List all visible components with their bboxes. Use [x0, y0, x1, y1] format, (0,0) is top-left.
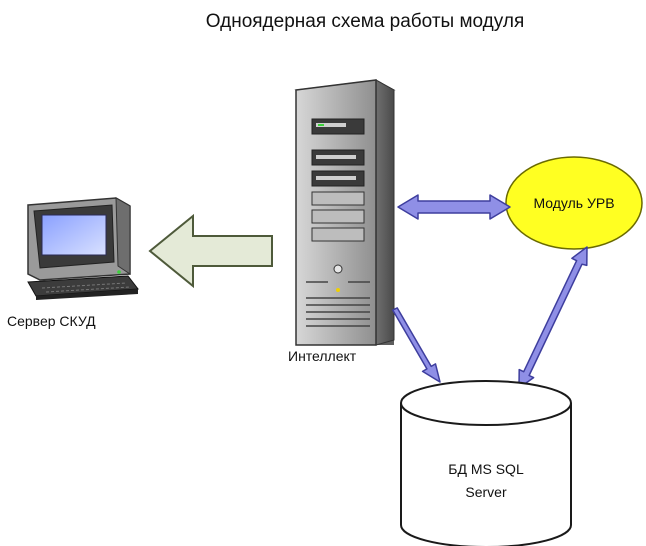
database-label-line2: Server	[465, 484, 507, 500]
connector-module-database	[518, 246, 588, 389]
acs-server-node: Сервер СКУД	[7, 197, 139, 329]
connector-intellect-module	[397, 194, 511, 220]
computer-icon	[27, 197, 139, 300]
server-tower-icon	[294, 79, 396, 346]
intellect-label: Интеллект	[288, 348, 357, 364]
connector-intellect-database	[392, 307, 441, 383]
acs-server-label: Сервер СКУД	[7, 313, 96, 329]
block-arrow-to-acs-server	[148, 213, 273, 289]
database-cylinder-icon	[400, 380, 572, 546]
module-ellipse	[505, 156, 643, 250]
intellect-node: Интеллект	[288, 79, 396, 364]
diagram-title: Одноядерная схема работы модуля	[206, 11, 524, 32]
module-node: Модуль УРВ	[505, 156, 643, 250]
database-label-line1: БД MS SQL	[448, 461, 524, 477]
monitor-screen	[41, 214, 107, 256]
module-label: Модуль УРВ	[533, 195, 614, 211]
database-node: БД MS SQL Server	[400, 380, 572, 546]
